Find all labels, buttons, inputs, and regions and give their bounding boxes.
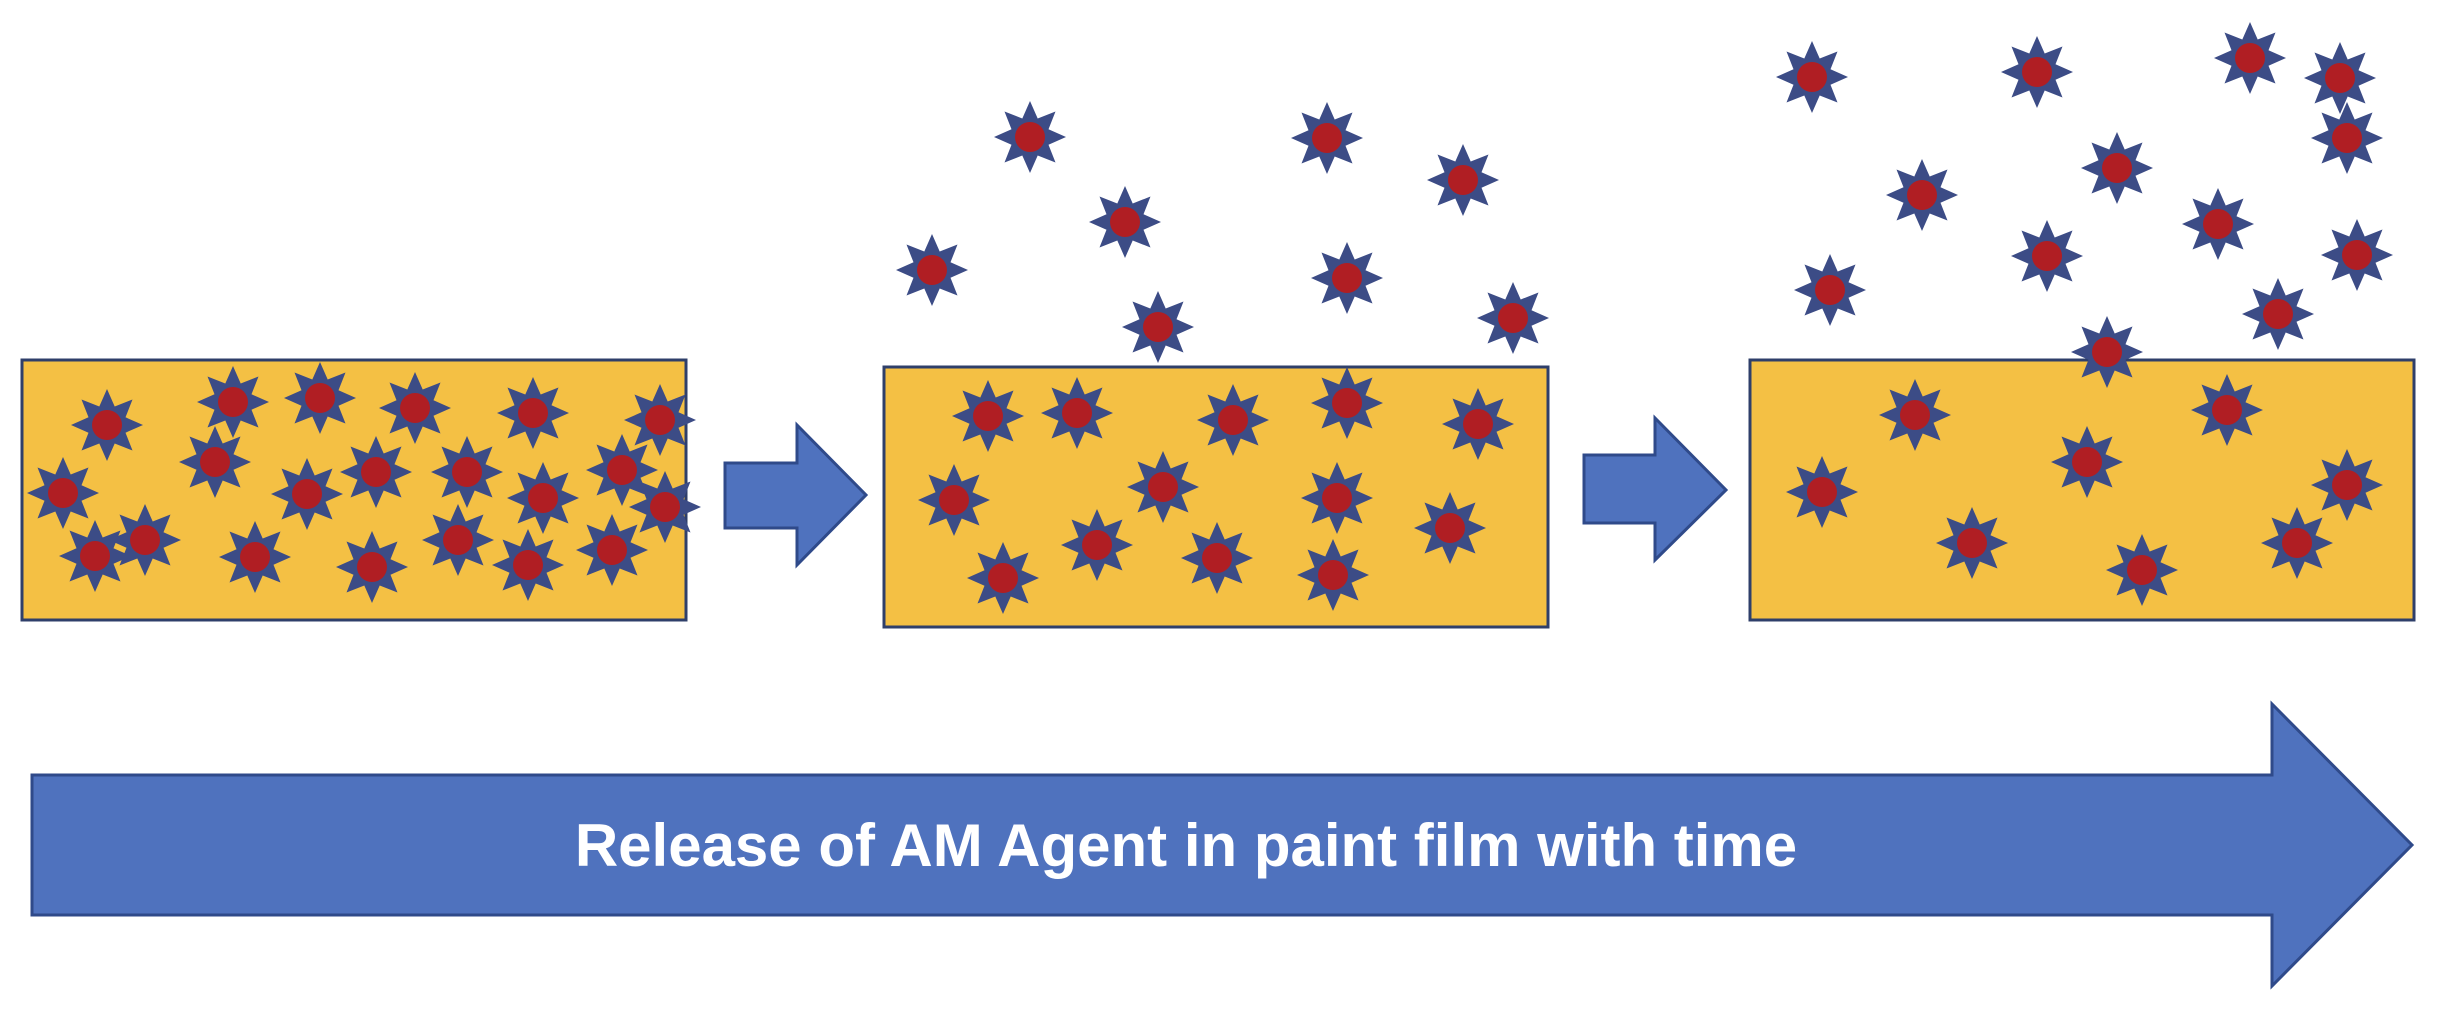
am-agent-particle [1879,379,1951,451]
am-agent-particle [2242,278,2314,350]
step-arrow-2 [1582,414,1729,564]
am-agent-particle [492,529,564,601]
am-agent-particle [2311,449,2383,521]
am-agent-particle [2182,188,2254,260]
am-agent-particle [1127,451,1199,523]
am-agent-particle [896,234,968,306]
am-agent-particle [2051,426,2123,498]
am-agent-particle [2081,132,2153,204]
am-agent-particle [340,436,412,508]
am-agent-particle [71,389,143,461]
am-agent-particle [179,426,251,498]
am-agent-particle [952,380,1024,452]
time-arrow [30,700,2415,990]
am-agent-particle [1442,388,1514,460]
am-agent-particle [2214,22,2286,94]
am-agent-particle [27,457,99,529]
am-agent-particle [109,504,181,576]
am-agent-particle [624,384,696,456]
am-agent-particle [1301,462,1373,534]
am-agent-particle [994,101,1066,173]
am-agent-particle [2304,42,2376,114]
am-agent-particle [59,520,131,592]
am-agent-particle [507,462,579,534]
am-agent-particle [1311,367,1383,439]
am-agent-particle [422,504,494,576]
am-agent-particle [1181,522,1253,594]
am-agent-particle [1197,384,1269,456]
am-agent-particle [2001,36,2073,108]
am-agent-particle [1089,186,1161,258]
am-agent-particle [2191,374,2263,446]
am-agent-particle [918,464,990,536]
am-agent-particle [1061,509,1133,581]
am-agent-particle [2106,534,2178,606]
am-agent-particle [2011,220,2083,292]
am-agent-particle [1122,291,1194,363]
am-agent-particle [2071,316,2143,388]
am-agent-particle [1786,456,1858,528]
time-arrow-caption: Release of AM Agent in paint film with t… [575,812,1797,879]
am-agent-particle [1477,282,1549,354]
am-agent-particle [1936,507,2008,579]
am-agent-particle [497,377,569,449]
am-agent-particle [1291,102,1363,174]
am-agent-particle [1297,539,1369,611]
am-agent-particle [1794,254,1866,326]
am-agent-particle [1041,377,1113,449]
am-agent-particle [967,542,1039,614]
am-agent-particle [629,471,701,543]
am-agent-particle [576,514,648,586]
am-agent-particle [1886,159,1958,231]
am-agent-particle [431,436,503,508]
am-agent-particle [219,521,291,593]
am-agent-particle [379,372,451,444]
am-agent-particle [271,458,343,530]
paint-film-late [1748,358,2416,622]
am-agent-particle [1427,144,1499,216]
am-agent-particle [1414,492,1486,564]
am-agent-particle [2261,507,2333,579]
am-agent-particle [336,531,408,603]
am-agent-particle [2311,102,2383,174]
am-agent-particle [284,362,356,434]
am-agent-particle [197,366,269,438]
am-agent-particle [1776,41,1848,113]
am-agent-particle [2321,219,2393,291]
step-arrow-1 [723,421,869,569]
am-agent-particle [1311,242,1383,314]
